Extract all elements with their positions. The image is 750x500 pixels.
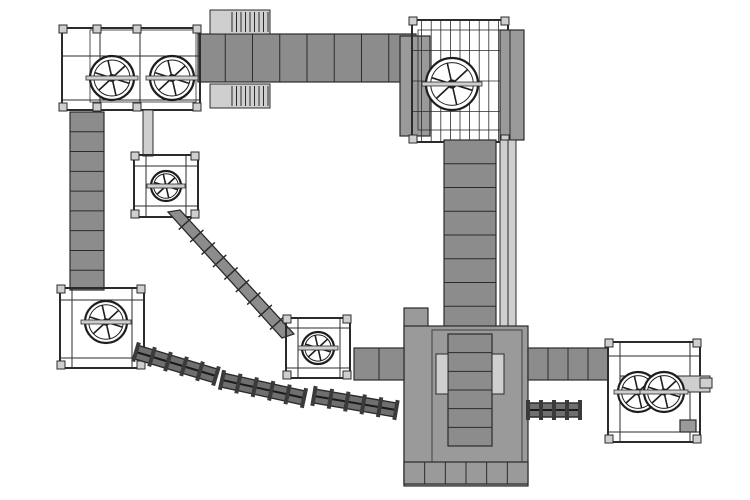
frame-post bbox=[190, 151, 200, 161]
left-drive-station bbox=[56, 284, 146, 370]
curved-chain-conveyor bbox=[131, 341, 400, 421]
top-right-drive-tower bbox=[399, 16, 525, 144]
wheel-axle bbox=[639, 389, 689, 395]
frame-post bbox=[282, 370, 292, 380]
middle-drive-station bbox=[130, 151, 200, 219]
chain-link bbox=[326, 388, 335, 409]
diagonal-bracket bbox=[235, 279, 250, 293]
chain-section bbox=[131, 341, 221, 387]
frame-post bbox=[408, 134, 418, 144]
chain-link bbox=[131, 341, 141, 363]
chain-link bbox=[375, 397, 384, 418]
diagonal-bracket bbox=[201, 241, 216, 256]
chain-link bbox=[539, 400, 543, 420]
chain-link bbox=[526, 400, 530, 420]
diagonal-bracket bbox=[269, 316, 284, 331]
top-horizontal-conveyor bbox=[197, 9, 417, 109]
frame-post bbox=[604, 434, 614, 444]
chain-link bbox=[234, 373, 243, 394]
diagonal-bracket bbox=[212, 254, 227, 268]
winch-wheel-icon bbox=[639, 370, 689, 414]
frame-post bbox=[130, 151, 140, 161]
chain-link bbox=[250, 377, 259, 398]
right-vertical-conveyor bbox=[443, 139, 517, 331]
winch-wheel-icon bbox=[421, 56, 483, 112]
frame-post bbox=[190, 209, 200, 219]
chain-link bbox=[195, 361, 205, 382]
chain-link bbox=[147, 346, 157, 367]
chain-center-line bbox=[135, 351, 217, 377]
chain-link bbox=[283, 384, 292, 405]
wheel-axle bbox=[146, 183, 186, 189]
frame-post bbox=[342, 370, 352, 380]
frame-post bbox=[408, 16, 418, 26]
frame-post bbox=[500, 16, 510, 26]
chain-link bbox=[392, 399, 400, 421]
frame-post bbox=[58, 24, 68, 34]
chain-section bbox=[217, 369, 309, 409]
wheel-axle bbox=[80, 319, 132, 325]
chain-link bbox=[163, 351, 173, 372]
chain-link bbox=[310, 385, 318, 407]
winch-wheel-icon bbox=[145, 54, 199, 102]
diagonal-bracket bbox=[246, 291, 261, 306]
frame-post bbox=[56, 284, 66, 294]
diagonal-bracket bbox=[258, 304, 273, 318]
wheel-axle bbox=[297, 345, 339, 351]
frame-post bbox=[92, 102, 102, 112]
wheel-axle bbox=[145, 75, 199, 81]
central-hub-structure bbox=[403, 307, 529, 487]
winch-wheel-icon bbox=[80, 299, 132, 345]
frame-post bbox=[282, 314, 292, 324]
left-vertical-conveyor bbox=[69, 111, 105, 291]
frame-post bbox=[192, 102, 202, 112]
frame-post bbox=[58, 102, 68, 112]
diagonal-bracket bbox=[223, 266, 239, 281]
chain-section bbox=[526, 400, 582, 420]
frame-post bbox=[56, 360, 66, 370]
diagonal-bracket bbox=[178, 216, 193, 231]
frame-post bbox=[692, 338, 702, 348]
chain-center-line bbox=[221, 379, 305, 399]
chain-section bbox=[310, 385, 400, 421]
chain-link bbox=[343, 391, 351, 412]
frame-post bbox=[136, 284, 146, 294]
frame-post bbox=[92, 24, 102, 34]
hub-left-stub-conveyor bbox=[353, 347, 405, 381]
right-horizontal-conveyor bbox=[527, 347, 609, 381]
top-left-drive-station bbox=[58, 24, 202, 112]
chain-link bbox=[267, 380, 276, 401]
chain-link bbox=[565, 400, 569, 420]
wheel-axle bbox=[85, 75, 139, 81]
chain-link bbox=[179, 356, 189, 377]
chain-link bbox=[578, 400, 582, 420]
diagonal-bracket bbox=[189, 229, 204, 243]
diagonal-conveyor bbox=[166, 209, 296, 339]
right-drive-station bbox=[604, 338, 713, 444]
chain-link bbox=[359, 394, 367, 415]
chain-link bbox=[211, 365, 221, 387]
frame-post bbox=[132, 24, 142, 34]
winch-wheel-icon bbox=[85, 54, 139, 102]
winch-wheel-icon bbox=[297, 330, 339, 366]
lower-drive-station bbox=[282, 314, 352, 380]
frame-post bbox=[132, 102, 142, 112]
winch-wheel-icon bbox=[146, 169, 186, 203]
frame-post bbox=[692, 434, 702, 444]
right-chain-conveyor bbox=[526, 400, 582, 420]
chain-link bbox=[552, 400, 556, 420]
wheel-axle bbox=[421, 81, 483, 87]
frame-post bbox=[604, 338, 614, 348]
top-left-to-middle-link bbox=[142, 109, 154, 157]
frame-post bbox=[192, 24, 202, 34]
chain-center-line bbox=[313, 395, 397, 411]
frame-post bbox=[130, 209, 140, 219]
chain-link bbox=[217, 369, 227, 391]
chain-link bbox=[299, 387, 309, 409]
frame-post bbox=[342, 314, 352, 324]
